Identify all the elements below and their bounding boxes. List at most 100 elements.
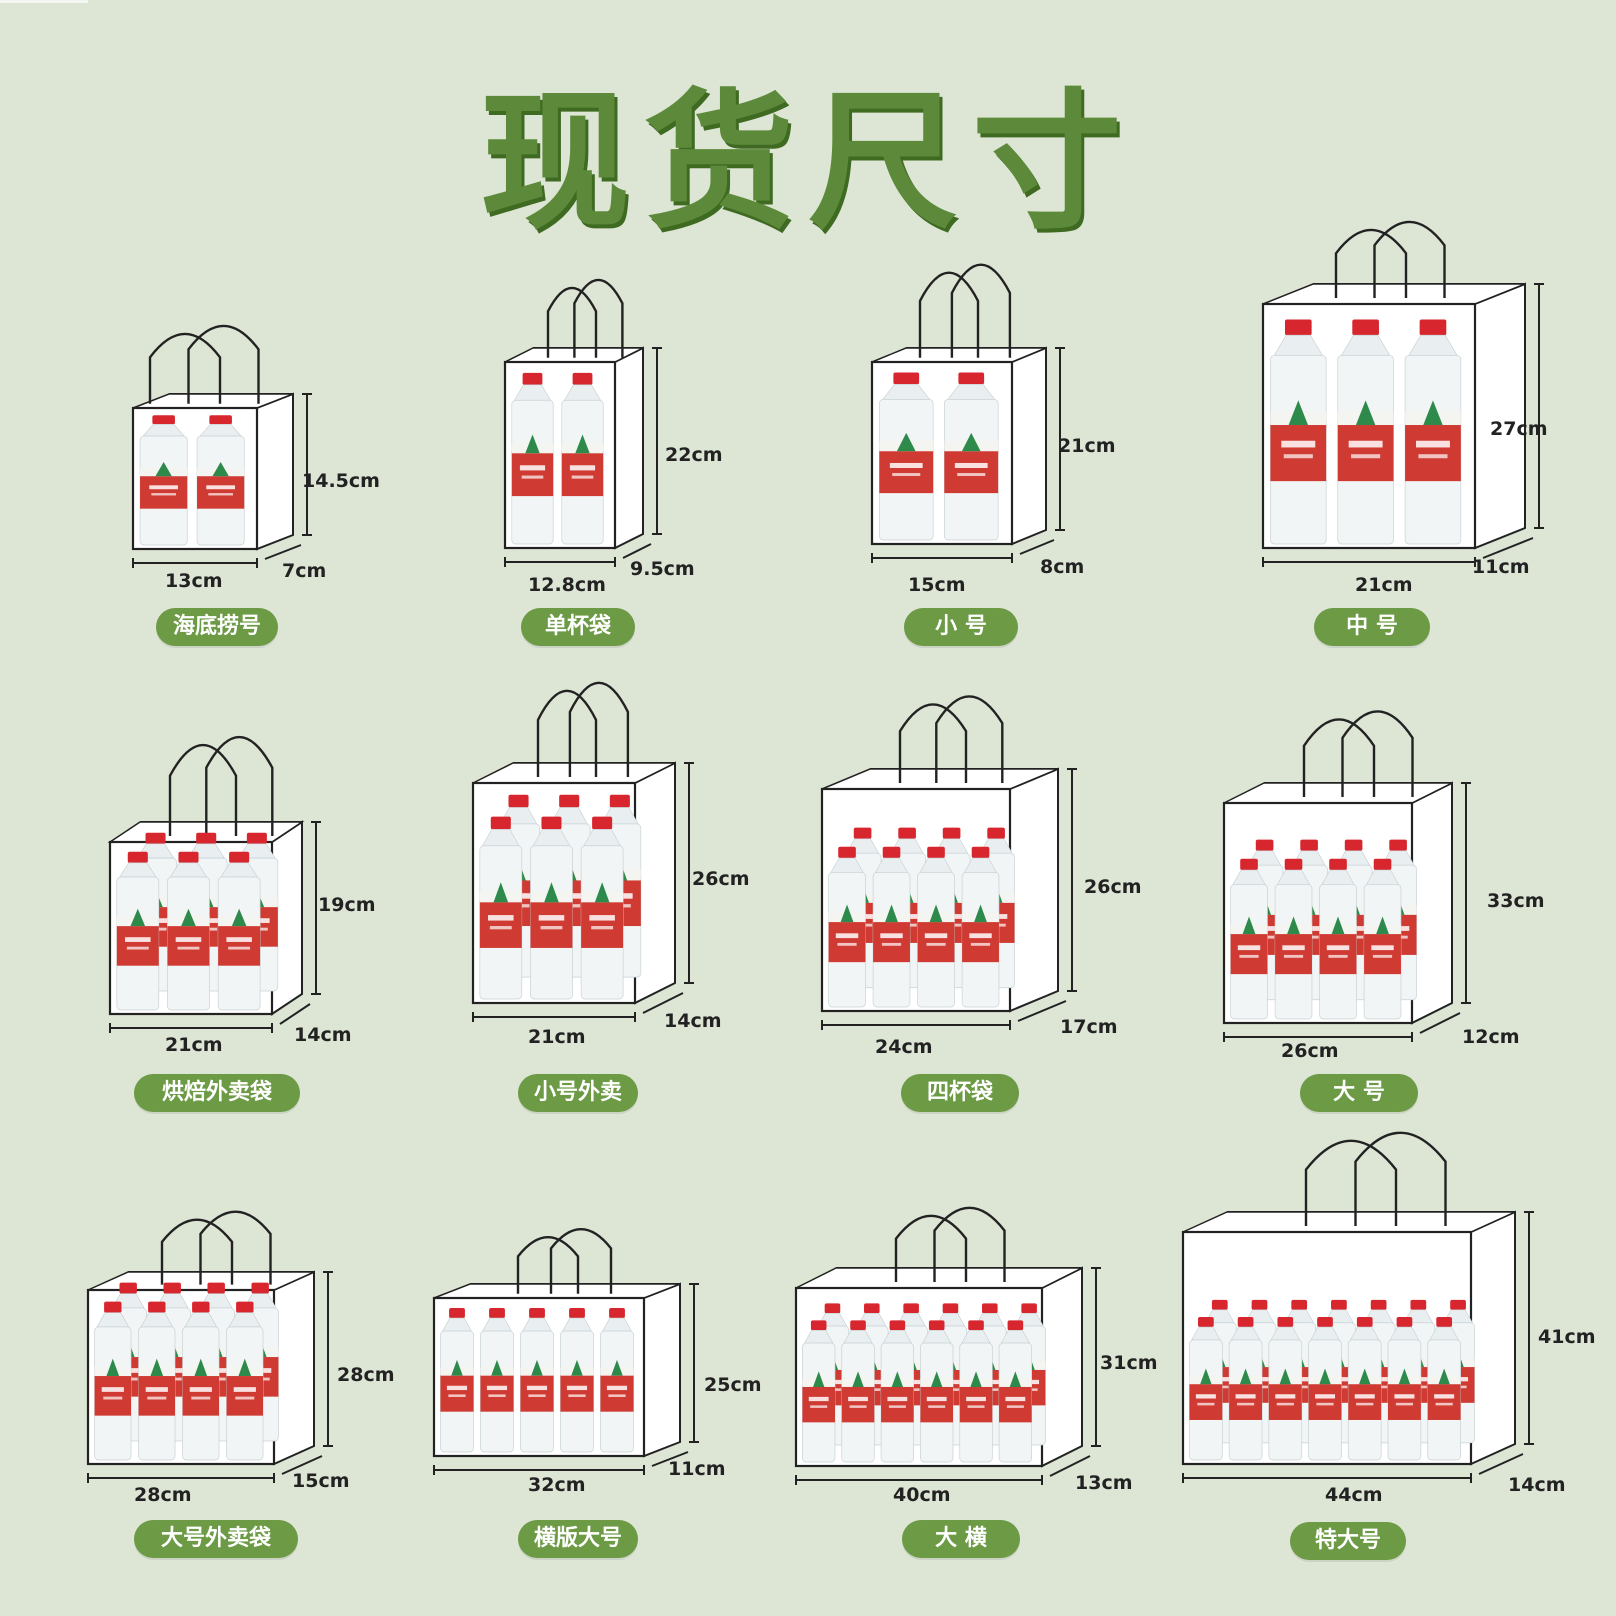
dimension-lines: [821, 768, 1077, 1030]
water-bottle: [511, 372, 554, 545]
dimension-height-label: 33cm: [1487, 890, 1545, 912]
water-bottle: [561, 372, 604, 545]
dimension-width-label: 21cm: [165, 1034, 223, 1056]
dimension-height-label: 27cm: [1490, 418, 1548, 440]
water-bottle: [116, 851, 160, 1011]
dimension-depth-label: 14cm: [294, 1024, 352, 1046]
dimension-width-label: 28cm: [134, 1484, 192, 1506]
dimension-width-label: 44cm: [1325, 1484, 1383, 1506]
dimension-lines: [1223, 782, 1471, 1042]
dimension-width-label: 24cm: [875, 1036, 933, 1058]
bag-side-panel: [1470, 1210, 1516, 1466]
size-name-pill: 烘焙外卖袋: [134, 1074, 300, 1112]
water-bottle: [920, 1320, 954, 1463]
bag-handle: [516, 1228, 613, 1294]
dimension-depth-label: 13cm: [1075, 1472, 1133, 1494]
water-bottle: [440, 1308, 474, 1453]
dimension-lines: [795, 1267, 1101, 1485]
water-bottle: [580, 816, 624, 1000]
dimension-lines: [433, 1283, 699, 1475]
dimension-height-label: 26cm: [692, 868, 750, 890]
dimension-depth-label: 14cm: [664, 1010, 722, 1032]
water-bottle: [878, 372, 934, 541]
dimension-lines: [109, 821, 321, 1033]
dimension-lines: [504, 347, 662, 567]
size-name-pill: 小号外卖: [518, 1074, 638, 1112]
dimension-lines: [472, 762, 694, 1022]
size-name-pill: 特大号: [1290, 1522, 1406, 1560]
bag-handle: [1304, 1131, 1447, 1226]
water-bottle: [1363, 858, 1402, 1020]
bag-top-opening: [1182, 1211, 1516, 1233]
dimension-height-label: 19cm: [318, 894, 376, 916]
water-bottle: [1387, 1317, 1422, 1461]
top-strip: [0, 0, 88, 3]
dimension-lines: [1182, 1211, 1534, 1483]
dimension-depth-label: 14cm: [1508, 1474, 1566, 1496]
dimension-lines: [871, 347, 1065, 563]
dimension-width-label: 21cm: [1355, 574, 1413, 596]
water-bottle: [1230, 858, 1268, 1020]
dimension-width-label: 21cm: [528, 1026, 586, 1048]
bag-handle: [168, 736, 274, 836]
size-name-pill: 大 号: [1300, 1074, 1418, 1112]
water-bottle: [917, 846, 955, 1008]
dimension-depth-label: 15cm: [292, 1470, 350, 1492]
water-bottle: [872, 846, 911, 1008]
page-title: 现货尺寸: [479, 76, 1136, 250]
dimension-height-label: 21cm: [1058, 435, 1116, 457]
water-bottle: [998, 1320, 1033, 1463]
water-bottle: [167, 851, 210, 1011]
dimension-height-label: 14.5cm: [302, 470, 380, 492]
size-name-pill: 四杯袋: [901, 1074, 1019, 1112]
water-bottle: [961, 846, 1000, 1008]
water-bottle: [480, 1308, 514, 1453]
water-bottle: [1274, 858, 1313, 1020]
dimension-width-label: 13cm: [165, 570, 223, 592]
dimension-depth-label: 11cm: [668, 1458, 726, 1480]
bag-handle: [898, 695, 1004, 783]
dimension-width-label: 15cm: [908, 574, 966, 596]
dimension-lines: [87, 1271, 333, 1483]
dimension-height-label: 28cm: [337, 1364, 395, 1386]
bag-handle: [546, 278, 624, 358]
water-bottle: [520, 1308, 554, 1453]
dimension-lines: [1262, 283, 1544, 567]
dimension-height-label: 22cm: [665, 444, 723, 466]
size-name-pill: 横版大号: [518, 1520, 638, 1558]
water-bottle: [182, 1301, 220, 1461]
water-bottle: [943, 372, 999, 541]
water-bottle: [1270, 319, 1327, 545]
water-bottle: [1427, 1317, 1461, 1461]
size-name-pill: 小 号: [904, 608, 1018, 646]
dimension-depth-label: 12cm: [1462, 1026, 1520, 1048]
water-bottle: [880, 1320, 915, 1463]
dimension-depth-label: 7cm: [282, 560, 327, 582]
water-bottle: [1319, 858, 1357, 1020]
water-bottle: [802, 1320, 836, 1463]
water-bottle: [217, 851, 261, 1011]
water-bottle: [1337, 319, 1394, 545]
water-bottle: [530, 816, 573, 1000]
dimension-height-label: 26cm: [1084, 876, 1142, 898]
water-bottle: [139, 415, 188, 546]
dimension-width-label: 40cm: [893, 1484, 951, 1506]
dimension-lines: [132, 393, 312, 568]
water-bottle: [138, 1301, 176, 1461]
dimension-height-label: 31cm: [1100, 1352, 1158, 1374]
water-bottle: [959, 1320, 993, 1463]
size-name-pill: 大号外卖袋: [134, 1520, 298, 1558]
dimension-width-label: 26cm: [1281, 1040, 1339, 1062]
water-bottle: [1228, 1317, 1263, 1461]
